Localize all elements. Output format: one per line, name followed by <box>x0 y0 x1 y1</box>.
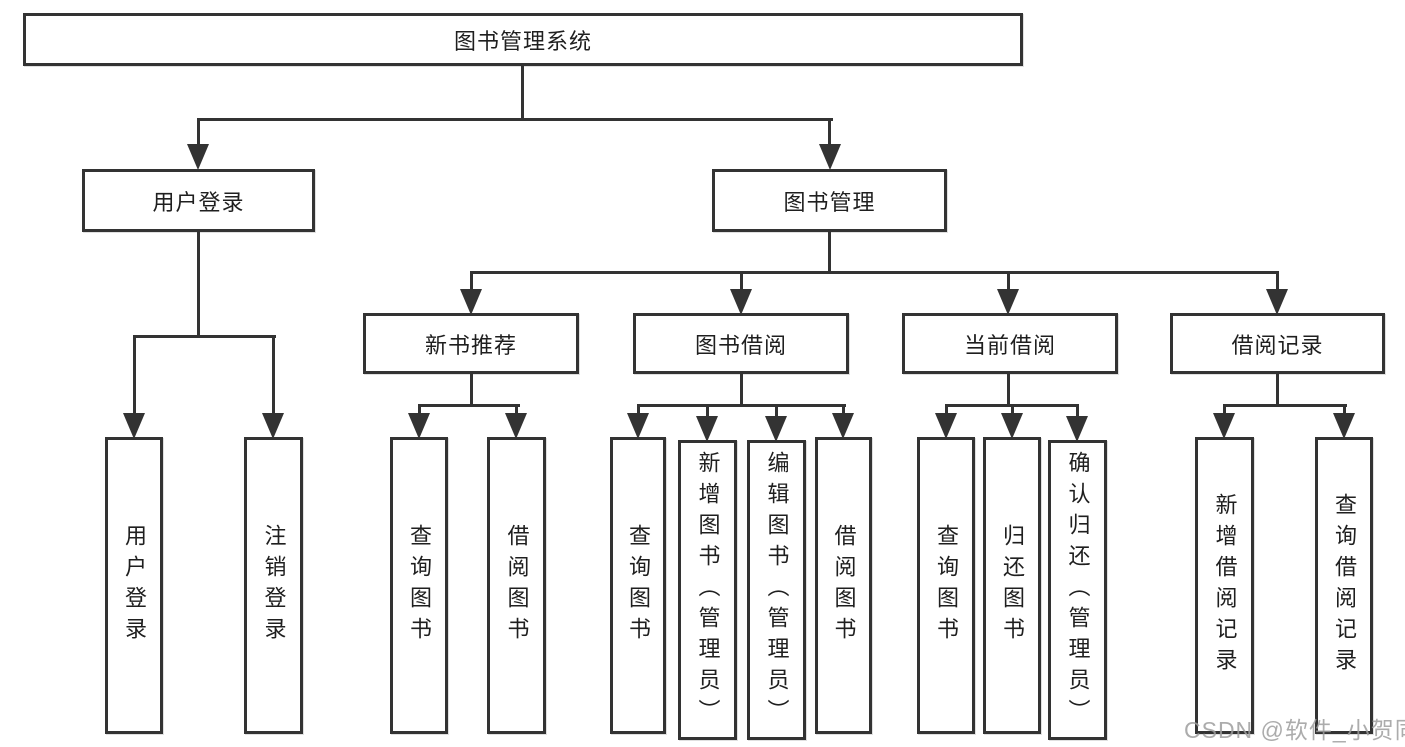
leaf-query-books-2: 查询图书 <box>610 437 666 734</box>
connector-line <box>1011 404 1014 416</box>
arrow-down-icon <box>460 289 482 315</box>
connector-line <box>470 271 473 293</box>
connector-line <box>740 372 743 406</box>
node-library-system: 图书管理系统 <box>23 13 1023 66</box>
connector-line <box>133 335 136 417</box>
connector-line <box>197 118 833 121</box>
arrow-down-icon <box>1333 413 1355 439</box>
node-label: 图书借阅 <box>694 332 787 358</box>
leaf-add-books-admin: 新增图书（管理员） <box>678 440 737 740</box>
arrow-down-icon <box>123 413 145 439</box>
arrow-down-icon <box>408 413 430 439</box>
connector-line <box>272 335 275 417</box>
arrow-down-icon <box>262 413 284 439</box>
connector-line <box>1007 372 1010 406</box>
arrow-down-icon <box>187 144 209 170</box>
leaf-user-login: 用户登录 <box>105 437 163 734</box>
watermark: CSDN @软件_小贺同学 <box>1184 717 1405 743</box>
connector-line <box>470 372 473 406</box>
node-book-borrowing: 图书借阅 <box>633 313 849 374</box>
leaf-borrow-books-2: 借阅图书 <box>815 437 872 734</box>
leaf-label: 注销登录 <box>261 523 287 648</box>
node-label: 图书管理 <box>783 189 876 215</box>
connector-line <box>637 404 846 407</box>
node-new-book-recommendation: 新书推荐 <box>363 313 579 374</box>
connector-line <box>1343 404 1346 416</box>
connector-line <box>828 118 831 148</box>
arrow-down-icon <box>730 289 752 315</box>
arrow-down-icon <box>935 413 957 439</box>
node-book-management: 图书管理 <box>712 169 947 232</box>
arrow-down-icon <box>505 413 527 439</box>
arrow-down-icon <box>696 416 718 442</box>
node-current-borrowing: 当前借阅 <box>902 313 1118 374</box>
leaf-label: 查询图书 <box>407 523 432 648</box>
leaf-label: 用户登录 <box>122 523 147 648</box>
arrow-down-icon <box>1066 416 1088 442</box>
node-borrowing-records: 借阅记录 <box>1170 313 1385 374</box>
connector-line <box>133 335 276 338</box>
leaf-borrow-books-1: 借阅图书 <box>487 437 546 734</box>
node-label: 新书推荐 <box>424 332 517 358</box>
leaf-label: 查询图书 <box>934 523 959 648</box>
node-user-login: 用户登录 <box>82 169 315 232</box>
connector-line <box>418 404 421 416</box>
leaf-label: 查询借阅记录 <box>1332 492 1357 679</box>
leaf-add-borrow-record: 新增借阅记录 <box>1195 437 1254 734</box>
arrow-down-icon <box>627 413 649 439</box>
leaf-label: 借阅图书 <box>504 523 530 648</box>
connector-line <box>515 404 518 416</box>
leaf-query-borrow-record: 查询借阅记录 <box>1315 437 1373 734</box>
connector-line <box>775 404 778 416</box>
connector-line <box>197 230 200 337</box>
arrow-down-icon <box>819 144 841 170</box>
leaf-label: 新增图书（管理员） <box>695 450 721 730</box>
connector-line <box>740 271 743 293</box>
connector-line <box>521 64 524 120</box>
arrow-down-icon <box>997 289 1019 315</box>
leaf-label: 确认归还（管理员） <box>1065 450 1091 730</box>
connector-line <box>1223 404 1226 416</box>
leaf-confirm-return-admin: 确认归还（管理员） <box>1048 440 1107 740</box>
leaf-query-books-3: 查询图书 <box>917 437 975 734</box>
connector-line <box>637 404 640 416</box>
arrow-down-icon <box>1266 289 1288 315</box>
connector-line <box>1223 404 1347 407</box>
leaf-label: 归还图书 <box>1000 523 1025 648</box>
connector-line <box>418 404 520 407</box>
connector-line <box>197 118 200 148</box>
leaf-logout-login: 注销登录 <box>244 437 303 734</box>
leaf-label: 查询图书 <box>626 523 651 648</box>
arrow-down-icon <box>765 416 787 442</box>
connector-line <box>1276 372 1279 406</box>
connector-line <box>470 271 1279 274</box>
node-label: 借阅记录 <box>1231 332 1324 358</box>
connector-line <box>706 404 709 416</box>
node-label: 当前借阅 <box>963 332 1056 358</box>
leaf-query-books-1: 查询图书 <box>390 437 448 734</box>
arrow-down-icon <box>1001 413 1023 439</box>
leaf-return-books: 归还图书 <box>983 437 1041 734</box>
leaf-label: 编辑图书（管理员） <box>764 450 790 730</box>
connector-line <box>1007 271 1010 293</box>
node-label: 图书管理系统 <box>453 28 592 54</box>
arrow-down-icon <box>1213 413 1235 439</box>
connector-line <box>842 404 845 416</box>
connector-line <box>945 404 948 416</box>
arrow-down-icon <box>832 413 854 439</box>
node-label: 用户登录 <box>152 189 245 215</box>
connector-line <box>1076 404 1079 416</box>
leaf-label: 新增借阅记录 <box>1212 492 1238 679</box>
connector-line <box>828 230 831 273</box>
leaf-label: 借阅图书 <box>831 523 857 648</box>
leaf-edit-books-admin: 编辑图书（管理员） <box>747 440 806 740</box>
connector-line <box>1276 271 1279 293</box>
